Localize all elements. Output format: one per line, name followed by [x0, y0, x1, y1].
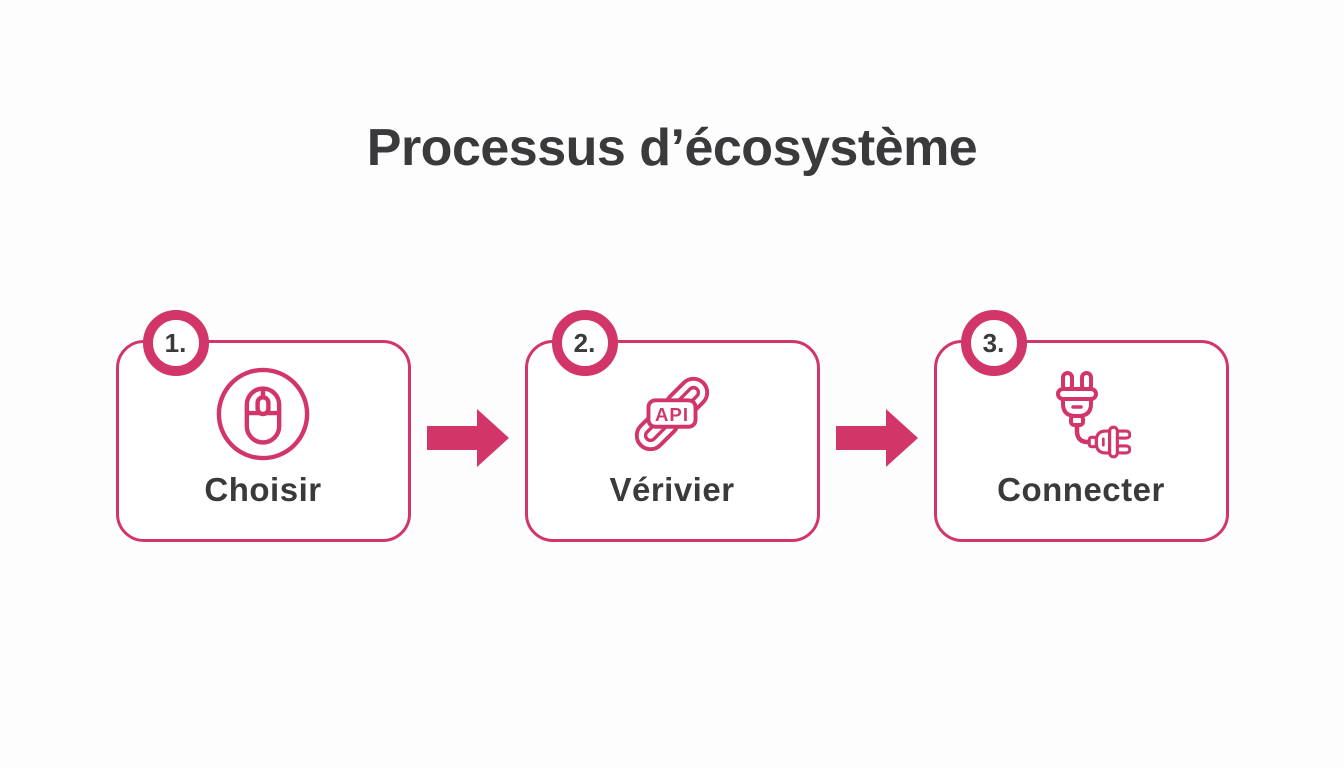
computer-mouse-icon	[216, 367, 310, 461]
step-card-choisir: 1. Choisir	[115, 310, 411, 542]
process-flow: 1. Choisir 2. API Vérivier	[0, 310, 1344, 542]
step-label: Connecter	[997, 471, 1165, 508]
step-number-badge: 2.	[551, 310, 618, 376]
arrow-right-icon	[835, 409, 918, 467]
arrow-right-icon	[426, 409, 509, 467]
api-chain-link-icon: API	[634, 376, 710, 452]
api-label: API	[655, 404, 689, 425]
step-number-badge: 3.	[960, 310, 1027, 376]
step-number-badge: 1.	[142, 310, 209, 376]
connector-1	[411, 340, 525, 542]
diagram-title: Processus d’écosystème	[366, 119, 978, 177]
step-label: Choisir	[204, 471, 322, 508]
step-label: Vérivier	[609, 471, 735, 508]
connector-2	[820, 340, 934, 542]
step-card-connecter: 3. Connecter	[933, 310, 1229, 542]
power-plug-icon	[1056, 371, 1131, 459]
step-card-verivier: 2. API Vérivier	[524, 310, 820, 542]
